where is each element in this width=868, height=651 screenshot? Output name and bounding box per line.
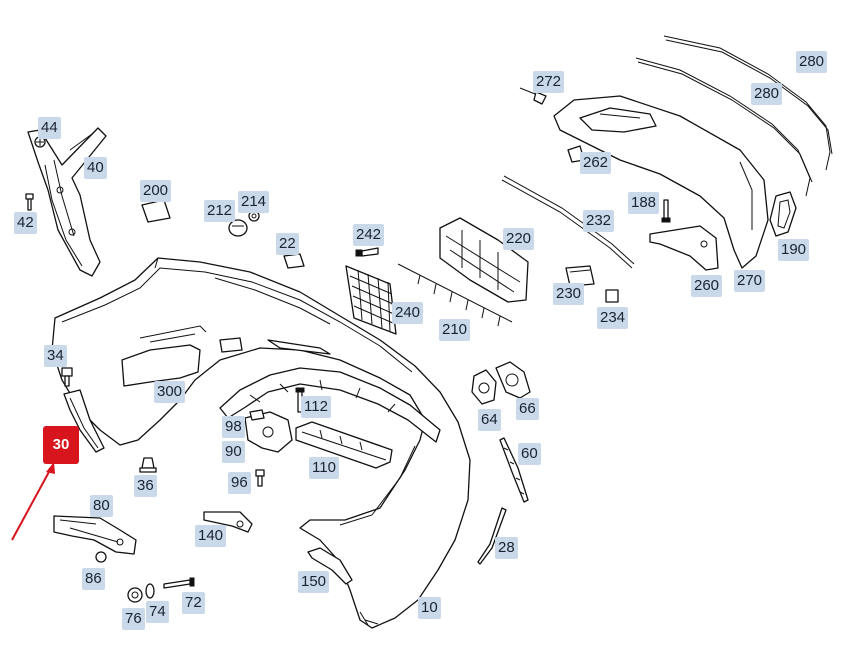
sensor-234 <box>605 289 619 303</box>
callout-30-highlighted[interactable]: 30 <box>43 426 79 464</box>
callout-28[interactable]: 28 <box>495 537 518 559</box>
bracket-64 <box>471 369 497 405</box>
callout-280-lower[interactable]: 280 <box>751 83 783 105</box>
pointer-arrow <box>11 462 55 541</box>
side-bracket-40 <box>27 127 107 277</box>
strip-232 <box>501 175 635 269</box>
strip-60 <box>499 437 529 503</box>
callout-86[interactable]: 86 <box>82 568 105 590</box>
clip-22 <box>283 253 305 269</box>
grille-240 <box>345 265 397 335</box>
bolt-72 <box>163 577 195 589</box>
callout-272[interactable]: 272 <box>533 71 565 93</box>
callout-64[interactable]: 64 <box>478 409 501 431</box>
callout-110[interactable]: 110 <box>309 457 339 479</box>
callout-200[interactable]: 200 <box>140 180 172 202</box>
callout-210[interactable]: 210 <box>439 319 471 341</box>
clip-34 <box>61 367 73 387</box>
callout-74[interactable]: 74 <box>146 601 169 623</box>
callout-262[interactable]: 262 <box>580 152 612 174</box>
nut-76 <box>127 587 143 603</box>
strip-28 <box>477 507 507 565</box>
callout-98[interactable]: 98 <box>222 416 245 438</box>
inner-support-rail <box>219 367 441 443</box>
callout-42[interactable]: 42 <box>14 212 37 234</box>
screw-96 <box>255 469 265 487</box>
insert-220 <box>439 217 529 303</box>
wiring-210 <box>397 263 513 327</box>
callout-212[interactable]: 212 <box>204 200 236 222</box>
clip-212 <box>228 219 248 237</box>
bracket-260 <box>649 225 719 271</box>
callout-72[interactable]: 72 <box>182 592 205 614</box>
bracket-110 <box>295 421 393 469</box>
exhaust-trim-190 <box>769 191 797 237</box>
clip-36 <box>139 457 157 473</box>
nut-214 <box>248 210 260 222</box>
callout-220[interactable]: 220 <box>503 228 535 250</box>
clip-272 <box>519 87 547 105</box>
trim-panel-300 <box>121 325 207 387</box>
callout-240[interactable]: 240 <box>392 302 424 324</box>
callout-60[interactable]: 60 <box>518 443 541 465</box>
callout-230[interactable]: 230 <box>553 283 585 305</box>
callout-10[interactable]: 10 <box>418 597 441 619</box>
rear-diffuser-270 <box>553 95 769 269</box>
callout-22[interactable]: 22 <box>276 233 299 255</box>
callout-76[interactable]: 76 <box>122 608 145 630</box>
callout-260[interactable]: 260 <box>691 275 723 297</box>
callout-66[interactable]: 66 <box>516 398 539 420</box>
callout-234[interactable]: 234 <box>597 307 629 329</box>
callout-300[interactable]: 300 <box>154 381 186 403</box>
part-30-bracket <box>63 389 105 453</box>
callout-80[interactable]: 80 <box>90 495 113 517</box>
callout-280-upper[interactable]: 280 <box>796 51 828 73</box>
small-clip-near-300 <box>219 337 331 355</box>
callout-232[interactable]: 232 <box>583 210 615 232</box>
module-230 <box>565 265 595 287</box>
washer-86 <box>95 551 107 563</box>
callout-214[interactable]: 214 <box>238 191 270 213</box>
callout-36[interactable]: 36 <box>134 475 157 497</box>
callout-190[interactable]: 190 <box>778 239 810 261</box>
trim-strip-280-outer <box>663 35 833 171</box>
callout-150[interactable]: 150 <box>298 571 330 593</box>
bracket-150 <box>307 547 353 585</box>
bracket-90 <box>244 409 293 453</box>
callout-90[interactable]: 90 <box>222 441 245 463</box>
callout-140[interactable]: 140 <box>195 525 227 547</box>
trim-strip-280-inner <box>635 57 813 197</box>
callout-270[interactable]: 270 <box>734 270 766 292</box>
bracket-140 <box>203 511 253 533</box>
callout-96[interactable]: 96 <box>228 472 251 494</box>
callout-242[interactable]: 242 <box>353 224 385 246</box>
callout-44[interactable]: 44 <box>38 117 61 139</box>
screw-42 <box>25 193 34 211</box>
callout-188[interactable]: 188 <box>628 192 660 214</box>
bracket-66 <box>495 361 531 399</box>
cover-200 <box>141 199 171 223</box>
screw-242 <box>355 247 379 257</box>
callout-34[interactable]: 34 <box>44 345 67 367</box>
callout-40[interactable]: 40 <box>84 157 107 179</box>
bracket-80 <box>53 515 137 555</box>
screw-188 <box>661 199 671 223</box>
callout-112[interactable]: 112 <box>301 396 331 418</box>
washer-74 <box>145 583 155 599</box>
